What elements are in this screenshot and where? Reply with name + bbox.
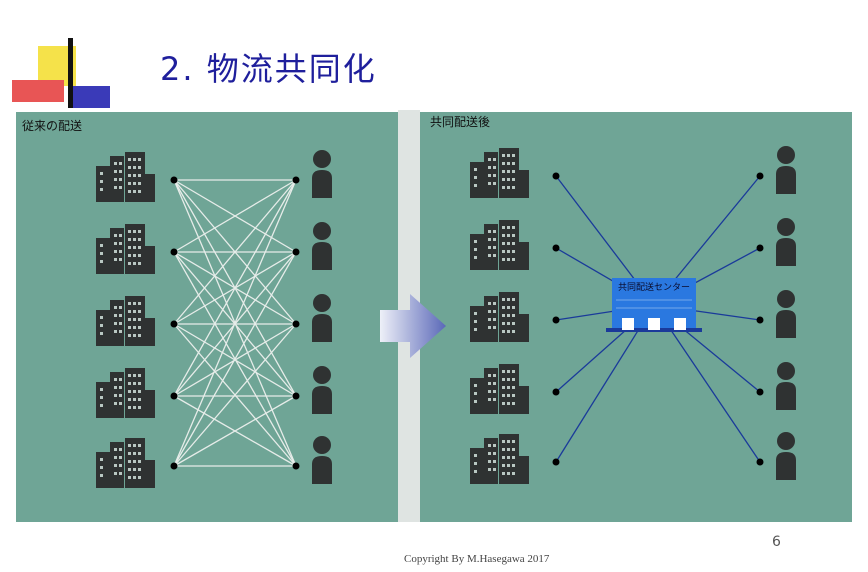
- before-route-lines: [173, 179, 297, 467]
- after-panel-label: 共同配送後: [430, 114, 490, 129]
- sender-dot: [170, 320, 178, 328]
- sender-dot: [552, 244, 560, 252]
- receiver-dot: [756, 316, 764, 324]
- person-icon: [776, 432, 796, 480]
- slide-number: 6: [772, 534, 781, 550]
- person-icon: [776, 290, 796, 338]
- distribution-center: 共同配送センター: [606, 278, 702, 332]
- center-label: 共同配送センター: [618, 281, 690, 293]
- person-icon: [312, 366, 332, 414]
- sender-dot: [552, 388, 560, 396]
- person-icon: [776, 146, 796, 194]
- cross-route-line: [173, 179, 297, 253]
- slide-logo-icon: [12, 38, 110, 108]
- sender-dot: [552, 172, 560, 180]
- cross-route-line: [173, 179, 297, 397]
- copyright: Copyright By M.Hasegawa 2017: [404, 553, 550, 565]
- before-nodes: [96, 150, 332, 488]
- cross-route-line: [173, 395, 297, 467]
- sender-dot: [170, 462, 178, 470]
- receiver-dot: [292, 248, 300, 256]
- cross-route-line: [173, 179, 297, 325]
- sender-dot: [552, 316, 560, 324]
- cross-route-line: [173, 179, 297, 467]
- receiver-dot: [292, 462, 300, 470]
- sender-dot: [170, 392, 178, 400]
- slide-title: 2. 物流共同化: [160, 50, 377, 88]
- sender-dot: [170, 176, 178, 184]
- person-icon: [776, 218, 796, 266]
- receiver-dot: [756, 172, 764, 180]
- before-panel-label: 従来の配送: [22, 118, 82, 133]
- before-panel: [16, 112, 398, 522]
- receiver-dot: [756, 244, 764, 252]
- person-icon: [312, 150, 332, 198]
- receiver-dot: [756, 458, 764, 466]
- person-icon: [312, 222, 332, 270]
- receiver-dot: [756, 388, 764, 396]
- cross-route-line: [173, 251, 297, 467]
- person-icon: [776, 362, 796, 410]
- receiver-dot: [292, 320, 300, 328]
- after-nodes: [470, 146, 796, 484]
- person-icon: [312, 436, 332, 484]
- sender-dot: [170, 248, 178, 256]
- arrow-right-icon: [380, 294, 446, 358]
- sender-dot: [552, 458, 560, 466]
- receiver-dot: [292, 176, 300, 184]
- cross-route-line: [173, 323, 297, 467]
- person-icon: [312, 294, 332, 342]
- receiver-dot: [292, 392, 300, 400]
